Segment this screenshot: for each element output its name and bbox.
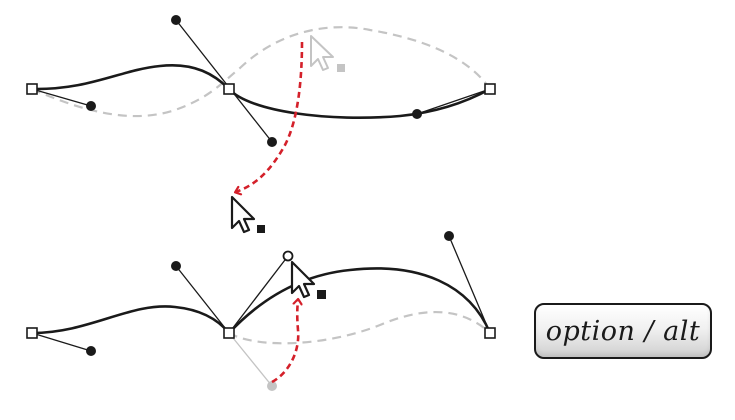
key-label: option / alt [545,315,701,347]
bottom-diagram [26,231,496,391]
ghost-curve [31,26,491,118]
handle-point-icon[interactable] [267,137,277,147]
anchor-point-icon[interactable] [223,83,235,95]
main-curve [31,267,492,335]
cursor-arrow-icon [230,195,265,234]
ghost-handle-line [228,332,273,387]
ghost-cursor-arrow-icon [310,35,345,72]
anchor-point-icon[interactable] [484,83,496,95]
handle-line [228,255,289,334]
anchor-point-icon[interactable] [26,327,38,339]
ghost-handle-point-icon [267,381,277,391]
handle-line [31,88,92,107]
handle-point-icon[interactable] [171,261,181,271]
handle-point-icon[interactable] [86,101,96,111]
handle-line [175,265,230,334]
handle-line [448,235,491,334]
anchor-point-icon[interactable] [26,83,38,95]
handle-line [175,19,273,143]
anchor-point-icon[interactable] [484,327,496,339]
handle-line [416,88,491,115]
handle-point-icon[interactable] [171,15,181,25]
handle-point-icon[interactable] [444,231,454,241]
handle-point-icon[interactable] [412,109,422,119]
cursor-arrow-icon [290,260,326,299]
drag-arrow-icon [236,41,304,192]
ghost-curve [228,311,491,345]
selected-handle-point-icon[interactable] [282,250,294,262]
drag-arrow-icon [271,300,298,384]
anchor-point-icon[interactable] [223,327,235,339]
handle-line [31,332,92,352]
main-curve [31,63,491,119]
option-alt-key: option / alt [534,303,712,359]
top-diagram [26,15,496,147]
handle-point-icon[interactable] [86,346,96,356]
